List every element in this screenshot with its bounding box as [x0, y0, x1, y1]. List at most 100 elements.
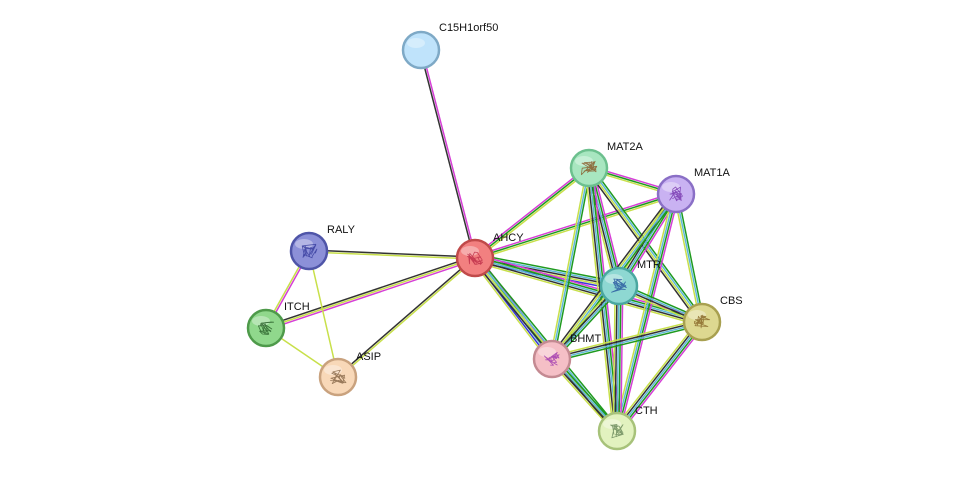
edge-strand [619, 323, 706, 435]
edge-strand [617, 322, 705, 433]
edge-strand [677, 192, 705, 323]
edge-strand [614, 285, 618, 432]
protein-structure-icon [611, 278, 627, 293]
edge-strand [473, 260, 702, 327]
node-circle[interactable] [532, 339, 572, 379]
edge-strand [265, 257, 476, 329]
edge-strand [551, 167, 590, 360]
node-highlight [603, 419, 621, 429]
edge-strand [618, 285, 622, 432]
node-highlight [688, 310, 706, 320]
node-label-mtr: MTR [637, 259, 661, 271]
edge-cbs-bhmt [550, 318, 704, 363]
node-itch[interactable]: ITCH [246, 301, 310, 348]
protein-structure-icon [694, 314, 711, 329]
edge-strand [616, 321, 703, 432]
edge-strand [473, 259, 703, 325]
edge-mtr-cth [612, 285, 624, 432]
edge-strand [619, 193, 680, 433]
edge-mat2a-mtr [584, 166, 624, 288]
edge-strand [473, 165, 589, 258]
protein-structure-icon [581, 160, 598, 176]
edge-strand [474, 167, 590, 259]
node-highlight [407, 38, 425, 48]
edge-strand [419, 49, 475, 259]
node-highlight [461, 246, 479, 256]
edge-strand [614, 320, 702, 431]
node-label-itch: ITCH [284, 301, 310, 313]
node-highlight [662, 182, 680, 192]
node-cbs[interactable]: CBS [682, 295, 743, 342]
edge-strand [612, 285, 616, 432]
edge-strand [549, 166, 588, 360]
node-label-cbs: CBS [720, 295, 743, 307]
edge-strand [264, 255, 476, 327]
node-label-ahcy: AHCY [493, 232, 524, 244]
edge-mat1a-cbs [673, 192, 705, 324]
protein-structure-icon [301, 243, 318, 259]
node-highlight [324, 365, 342, 375]
node-label-asip: ASIP [356, 351, 381, 363]
node-raly[interactable]: RALY [289, 224, 356, 271]
protein-structure-icon [669, 186, 683, 202]
edge-strand [337, 257, 477, 379]
edge-c15h1orf50-ahcy [419, 49, 477, 259]
edge-strand [616, 285, 620, 432]
node-label-mat1a: MAT1A [694, 167, 731, 179]
edge-ahcy-raly [308, 249, 476, 260]
edge-strand [471, 259, 550, 363]
node-circle[interactable] [246, 308, 286, 348]
edge-strand [550, 318, 703, 357]
edge-mat1a-cth [613, 192, 680, 433]
edge-strand [308, 250, 339, 378]
protein-structure-icon [610, 424, 624, 439]
edge-strand [675, 193, 703, 323]
node-circle[interactable] [569, 148, 609, 188]
edge-strand [617, 193, 678, 432]
edge-strand [551, 320, 703, 359]
node-mat1a[interactable]: MAT1A [656, 167, 731, 214]
edge-strand [588, 167, 620, 287]
node-label-c15h1orf50: C15H1orf50 [439, 22, 498, 34]
edge-strand [613, 318, 700, 430]
edge-strand [615, 193, 676, 432]
edge-strand [473, 191, 677, 257]
node-circle[interactable] [289, 231, 329, 271]
edge-strand [475, 168, 591, 261]
node-circle[interactable] [401, 30, 441, 70]
node-label-cth: CTH [635, 405, 658, 417]
edge-strand [586, 167, 616, 432]
edge-strand [421, 49, 477, 259]
node-ahcy[interactable]: AHCY [455, 232, 524, 278]
edge-ahcy-mat2a [473, 165, 591, 261]
node-highlight [295, 239, 313, 249]
edge-raly-asip [308, 250, 339, 378]
node-asip[interactable]: ASIP [318, 351, 381, 397]
edge-cbs-cth [613, 318, 706, 435]
edge-strand [474, 253, 621, 284]
node-label-bhmt: BHMT [570, 333, 601, 345]
node-label-mat2a: MAT2A [607, 141, 644, 153]
node-highlight [252, 316, 270, 326]
protein-structure-icon [543, 352, 560, 366]
edge-strand [551, 324, 704, 363]
node-bhmt[interactable]: BHMT [532, 333, 601, 379]
edge-ahcy-asip [336, 256, 477, 379]
node-highlight [538, 347, 556, 357]
edge-strand [265, 259, 477, 331]
edge-strand [673, 193, 701, 324]
node-highlight [575, 156, 593, 166]
node-mat2a[interactable]: MAT2A [569, 141, 644, 188]
edge-strand [586, 167, 618, 288]
edge-strand [336, 256, 476, 378]
edge-strand [553, 167, 592, 361]
edge-strand [474, 257, 703, 323]
node-mtr[interactable]: MTR [599, 259, 661, 306]
node-cth[interactable]: CTH [597, 405, 658, 451]
node-c15h1orf50[interactable]: C15H1orf50 [401, 22, 498, 70]
edge-strand [584, 168, 617, 288]
node-label-raly: RALY [327, 224, 356, 236]
edge-strand [308, 251, 476, 260]
